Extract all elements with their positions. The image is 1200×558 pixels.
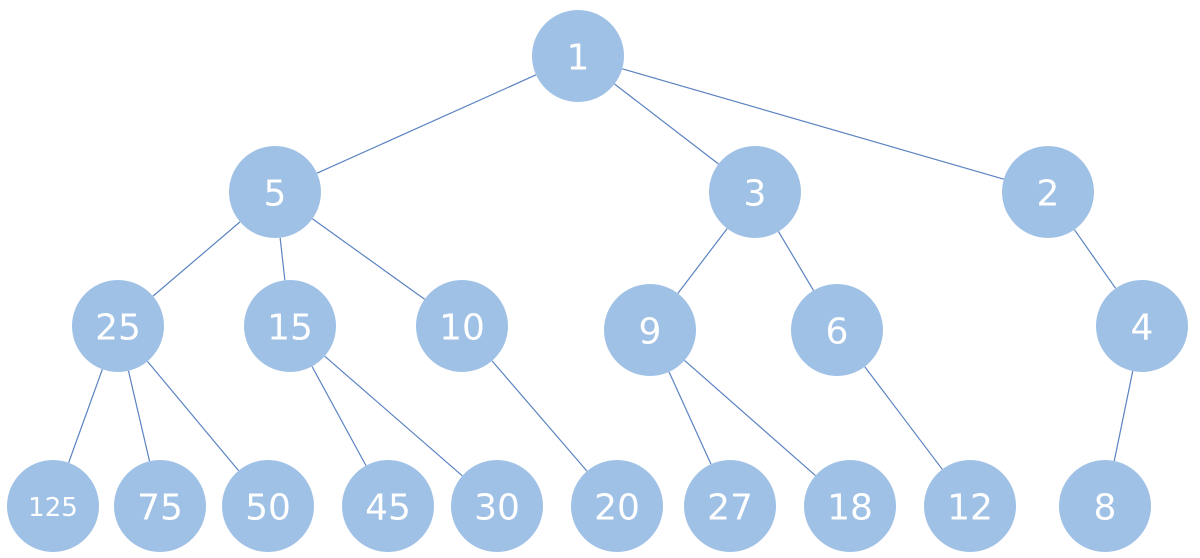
node-circle [571, 460, 663, 552]
edge-5-10 [312, 218, 425, 300]
node-circle [222, 460, 314, 552]
node-circle [229, 146, 321, 238]
node-label: 15 [267, 308, 313, 349]
node-label: 45 [365, 488, 411, 529]
node-circle [684, 460, 776, 552]
node-circle [416, 280, 508, 372]
tree-node-27: 27 [684, 460, 776, 552]
node-circle [244, 280, 336, 372]
node-circle [1059, 460, 1151, 552]
node-label: 6 [826, 312, 849, 353]
node-label: 50 [245, 488, 291, 529]
edge-1-2 [622, 68, 1004, 180]
tree-node-5: 5 [229, 146, 321, 238]
node-circle [114, 460, 206, 552]
tree-node-1: 1 [532, 10, 624, 102]
tree-node-10: 10 [416, 280, 508, 372]
tree-node-8: 8 [1059, 460, 1151, 552]
edge-25-50 [146, 360, 240, 472]
node-label: 3 [744, 174, 767, 215]
tree-node-3: 3 [709, 146, 801, 238]
node-label: 4 [1131, 308, 1154, 349]
edge-25-75 [127, 370, 151, 462]
edge-1-5 [316, 74, 537, 174]
node-label: 75 [137, 488, 183, 529]
edge-9-27 [668, 371, 712, 465]
node-label: 27 [707, 488, 753, 529]
edge-2-4 [1073, 229, 1117, 289]
tree-node-125: 125 [7, 460, 99, 552]
node-circle [532, 10, 624, 102]
node-label: 125 [28, 493, 78, 523]
tree-node-2: 2 [1002, 146, 1094, 238]
edges-layer [68, 68, 1134, 477]
node-circle [709, 146, 801, 238]
tree-node-25: 25 [72, 280, 164, 372]
node-label: 8 [1094, 488, 1117, 529]
edge-5-25 [152, 221, 241, 297]
tree-node-30: 30 [451, 460, 543, 552]
node-circle [604, 284, 696, 376]
tree-node-45: 45 [342, 460, 434, 552]
node-circle [1096, 280, 1188, 372]
node-circle [804, 460, 896, 552]
edge-1-3 [614, 83, 719, 165]
edge-25-125 [68, 369, 103, 463]
edge-15-30 [324, 355, 463, 477]
edge-4-8 [1113, 370, 1134, 462]
node-label: 20 [594, 488, 640, 529]
edge-3-9 [677, 228, 728, 294]
tree-node-15: 15 [244, 280, 336, 372]
node-label: 18 [827, 488, 873, 529]
node-label: 12 [947, 488, 993, 529]
node-circle [451, 460, 543, 552]
tree-node-75: 75 [114, 460, 206, 552]
node-label: 30 [474, 488, 520, 529]
node-label: 10 [439, 308, 485, 349]
node-label: 2 [1037, 174, 1060, 215]
tree-node-12: 12 [924, 460, 1016, 552]
tree-node-9: 9 [604, 284, 696, 376]
edge-9-18 [684, 359, 816, 477]
node-circle [791, 284, 883, 376]
tree-node-4: 4 [1096, 280, 1188, 372]
tree-node-20: 20 [571, 460, 663, 552]
node-circle [72, 280, 164, 372]
edge-6-12 [864, 366, 943, 470]
node-circle [342, 460, 434, 552]
tree-node-18: 18 [804, 460, 896, 552]
node-label: 9 [639, 312, 662, 353]
node-label: 5 [264, 174, 287, 215]
node-label: 1 [567, 38, 590, 79]
node-circle [1002, 146, 1094, 238]
edge-10-20 [491, 360, 588, 472]
tree-node-50: 50 [222, 460, 314, 552]
edge-3-6 [777, 231, 815, 291]
edge-15-45 [311, 366, 367, 466]
tree-node-6: 6 [791, 284, 883, 376]
node-label: 25 [95, 308, 141, 349]
node-circle [924, 460, 1016, 552]
edge-5-15 [279, 237, 286, 281]
node-circle [7, 460, 99, 552]
